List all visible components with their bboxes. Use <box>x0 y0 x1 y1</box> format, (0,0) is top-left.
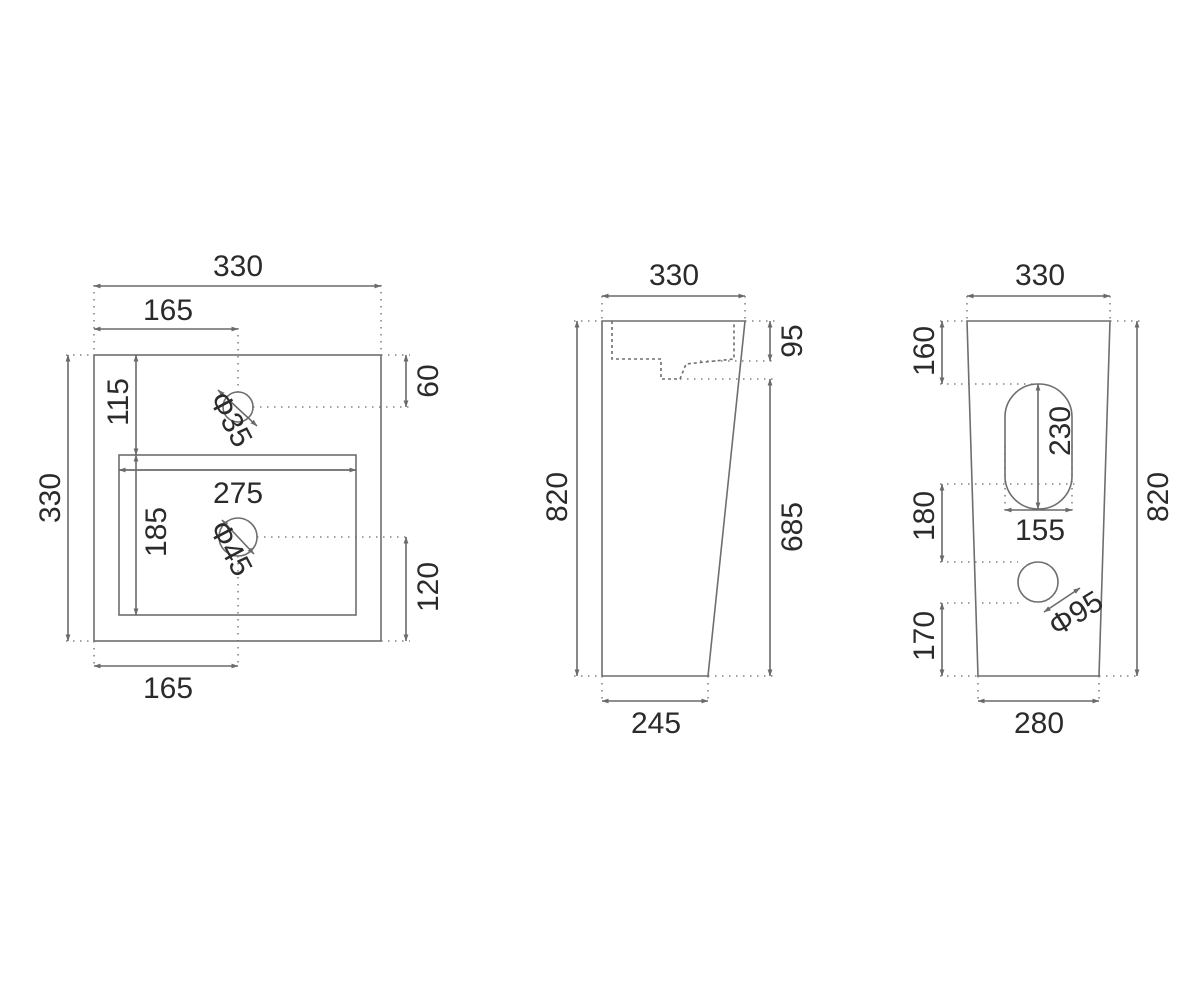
top-view: 330 165 330 115 Φ35 60 275 185 Φ45 120 1… <box>34 250 445 705</box>
top-view-width-label: 330 <box>213 250 263 283</box>
drain-right-label: 120 <box>412 562 445 612</box>
back-view-middle-gap-label: 180 <box>908 491 941 541</box>
tap-hole-right-label: 60 <box>412 364 445 397</box>
side-view-basin-depth-label: 95 <box>776 324 809 357</box>
top-view-bottom-half-label: 165 <box>143 672 193 705</box>
side-view-bottom-width-label: 245 <box>631 707 681 740</box>
drain-diameter-label: Φ45 <box>202 515 258 581</box>
side-view-pedestal-height-label: 685 <box>776 502 809 552</box>
tap-hole-offset-label: 115 <box>102 378 135 426</box>
basin-depth-label: 185 <box>140 507 173 557</box>
back-view-top-width-label: 330 <box>1015 259 1065 292</box>
side-view-outline <box>601 320 746 677</box>
waste-hole-diameter-label: Φ95 <box>1043 585 1109 643</box>
basin-width-label: 275 <box>213 477 263 510</box>
slot-width-label: 155 <box>1015 514 1065 547</box>
side-view-top-width-label: 330 <box>649 259 699 292</box>
top-view-height-label: 330 <box>34 473 67 523</box>
slot-height-label: 230 <box>1044 406 1077 456</box>
back-view-height-label: 820 <box>1142 472 1175 522</box>
back-view: 330 160 230 155 180 Φ95 170 820 280 <box>908 259 1175 740</box>
top-view-half-width-label: 165 <box>143 294 193 327</box>
back-view-bottom-offset-label: 170 <box>908 611 941 661</box>
side-view: 330 820 95 685 245 <box>541 259 809 740</box>
tap-hole-diameter-label: Φ35 <box>202 386 258 452</box>
side-view-basin-hidden <box>611 321 735 380</box>
back-view-bottom-width-label: 280 <box>1014 707 1064 740</box>
top-view-basin-outline <box>118 454 357 616</box>
side-view-height-label: 820 <box>541 472 574 522</box>
waste-hole <box>1017 561 1059 603</box>
back-view-top-offset-label: 160 <box>908 326 941 376</box>
